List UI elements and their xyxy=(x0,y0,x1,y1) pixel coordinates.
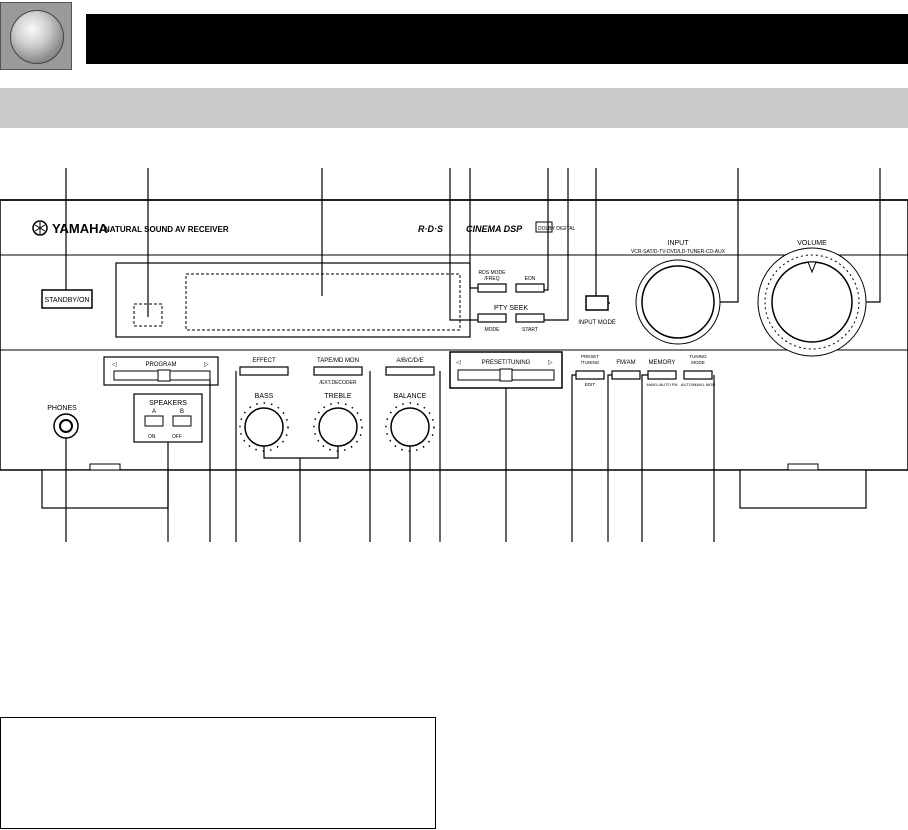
eon-label: EON xyxy=(525,276,536,282)
dolby-digital-logo-icon xyxy=(535,221,553,233)
bottom-callout-lines xyxy=(65,371,715,542)
rds-logo: R·D·S xyxy=(418,224,443,234)
tuning-mode-sub-label: AUTO/MAN'L MON xyxy=(681,382,715,387)
speaker-a-label: A xyxy=(152,409,156,415)
dolby-digital-logo: DOLBY DIGITAL xyxy=(538,226,576,232)
title-bar xyxy=(86,14,908,64)
effect-label: EFFECT xyxy=(252,358,276,364)
svg-text:▷: ▷ xyxy=(204,362,209,368)
speaker-b-button[interactable] xyxy=(172,415,192,427)
top-callout-lines xyxy=(55,168,881,321)
input-selector-knob[interactable] xyxy=(635,259,721,345)
brushed-metal-knob-icon xyxy=(0,2,72,70)
speakers-label: SPEAKERS xyxy=(149,400,187,407)
speaker-a-button[interactable] xyxy=(144,415,164,427)
svg-text:/TUNING: /TUNING xyxy=(581,360,600,365)
speakers-on-label: ON xyxy=(148,434,156,440)
phones-label: PHONES xyxy=(47,405,77,412)
tape-md-mon-button[interactable] xyxy=(313,366,363,376)
speakers-off-label: OFF xyxy=(172,434,182,440)
eon-button[interactable] xyxy=(515,283,545,293)
input-sources: VCR-SAT/D-TV-DVD/LD-TUNER-CD-AUX xyxy=(631,249,726,255)
model-line: NATURAL SOUND AV RECEIVER xyxy=(104,225,229,234)
display-area xyxy=(185,273,461,331)
svg-text:◁: ◁ xyxy=(456,360,461,366)
section-bar xyxy=(0,88,908,128)
preset-tuning-label: PRESET/TUNING xyxy=(482,360,531,366)
balance-label: BALANCE xyxy=(394,393,427,400)
rds-freq-label: /FREQ xyxy=(484,276,499,282)
note-box xyxy=(0,717,436,829)
yamaha-logo-icon xyxy=(32,220,48,236)
volume-label: VOLUME xyxy=(797,240,827,247)
pty-mode-label: MODE xyxy=(485,327,501,333)
bass-label: BASS xyxy=(255,393,274,400)
fm-am-button[interactable] xyxy=(611,370,641,380)
tape-md-label: TAPE/MD MON xyxy=(317,358,359,364)
bass-knob[interactable] xyxy=(244,407,284,447)
svg-text:MODE: MODE xyxy=(691,360,705,365)
memory-button[interactable] xyxy=(647,370,677,380)
standby-on-label: STANDBY/ON xyxy=(45,297,90,304)
standby-on-button[interactable] xyxy=(41,289,93,309)
treble-knob[interactable] xyxy=(318,407,358,447)
abcde-button[interactable] xyxy=(385,366,435,376)
volume-knob[interactable] xyxy=(757,247,867,357)
preset-tuning-edit-button[interactable] xyxy=(575,370,605,380)
input-label: INPUT xyxy=(668,240,690,247)
input-mode-button[interactable] xyxy=(585,295,609,311)
rds-mode-freq-button[interactable] xyxy=(477,283,507,293)
pty-seek-mode-button[interactable] xyxy=(477,313,507,323)
abcde-label: A/B/C/D/E xyxy=(396,358,423,364)
memory-sub-label: MAN'L/AUTO FM xyxy=(647,382,678,387)
rds-mode-label: RDS MODE xyxy=(479,270,507,276)
left-foot xyxy=(41,469,169,509)
edit-label: EDIT xyxy=(585,382,596,387)
treble-label: TREBLE xyxy=(324,393,352,400)
pty-seek-start-button[interactable] xyxy=(515,313,545,323)
tuning-mode-button[interactable] xyxy=(683,370,713,380)
cinema-dsp-logo: CINEMA DSP xyxy=(466,224,523,234)
balance-knob[interactable] xyxy=(390,407,430,447)
right-foot xyxy=(739,469,867,509)
brand-logo: YAMAHA xyxy=(52,221,108,236)
svg-text:◁: ◁ xyxy=(112,362,117,368)
pty-start-label: START xyxy=(522,327,538,333)
program-label: PROGRAM xyxy=(145,362,176,368)
pty-seek-label: PTY SEEK xyxy=(494,305,528,312)
svg-text:TUNING: TUNING xyxy=(689,354,707,359)
speaker-b-label: B xyxy=(180,409,184,415)
svg-text:PRESET: PRESET xyxy=(581,354,599,359)
effect-button[interactable] xyxy=(239,366,289,376)
volume-pointer-icon xyxy=(807,261,817,274)
display-window xyxy=(115,262,471,338)
svg-text:▷: ▷ xyxy=(548,360,553,366)
input-mode-label: INPUT MODE xyxy=(578,320,616,326)
ext-decoder-label: /EXT.DECODER xyxy=(320,380,357,386)
memory-label: MEMORY xyxy=(649,360,676,366)
fm-am-label: FM/AM xyxy=(616,360,635,366)
